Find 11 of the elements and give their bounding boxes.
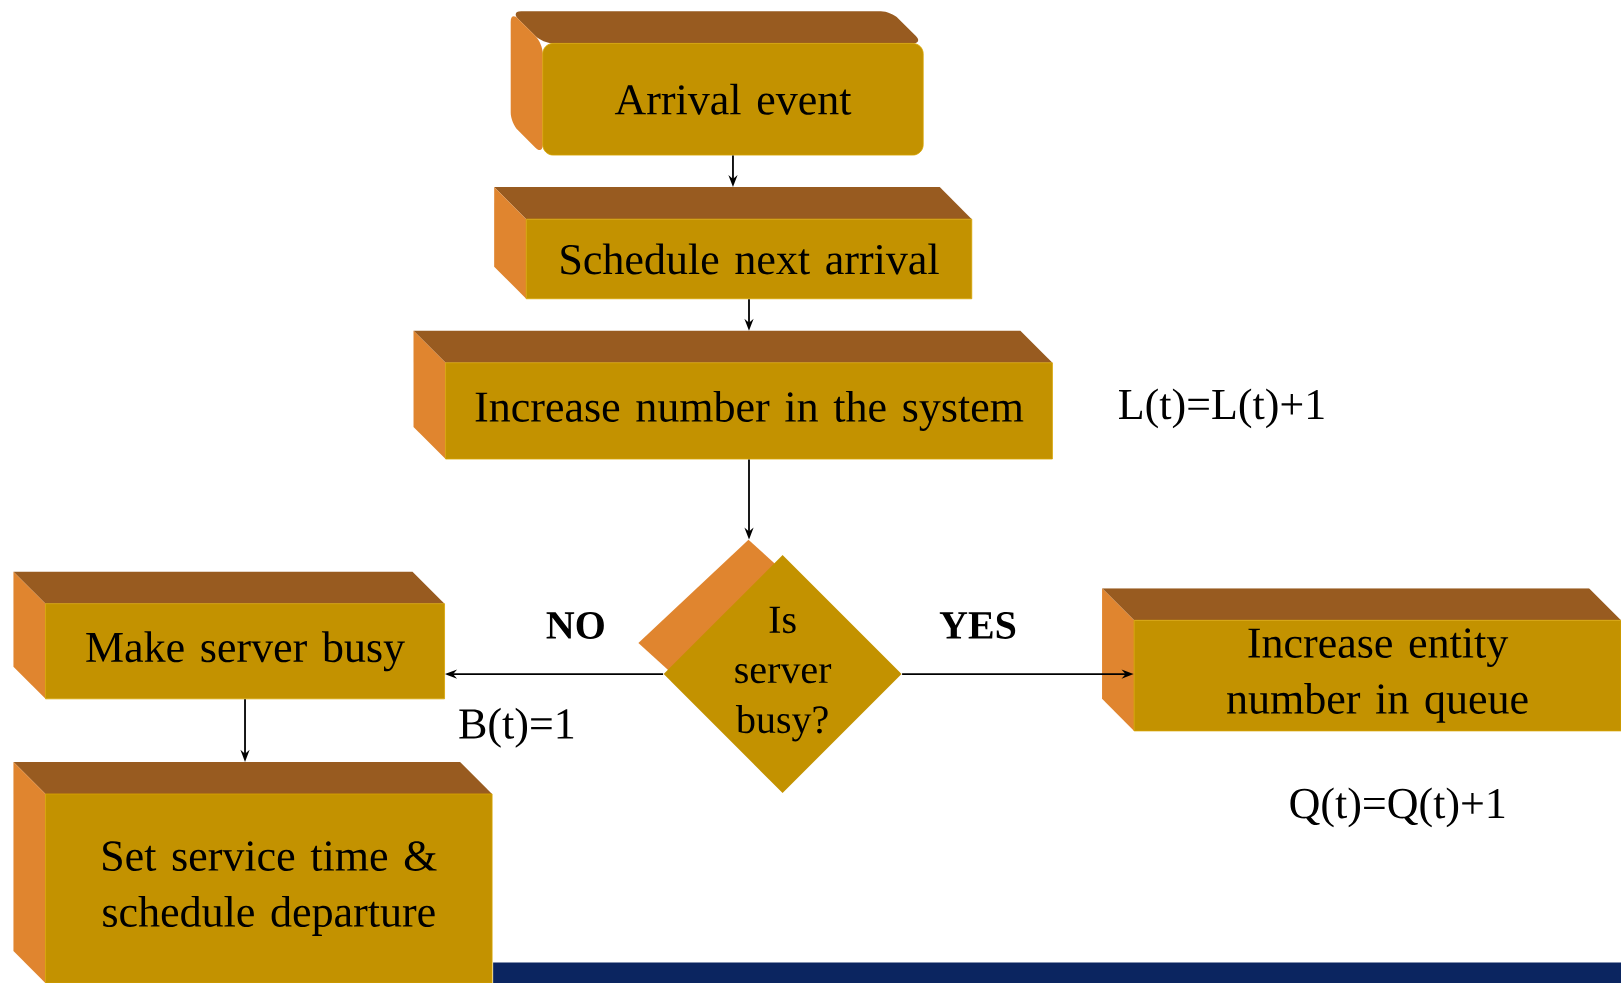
edge-label: NO [543, 609, 608, 641]
edge-label: YES [937, 609, 1019, 641]
process-box: Schedule next arrival [494, 187, 973, 300]
formula-label: Q(t)=Q(t)+1 [1290, 787, 1505, 828]
process-box: Increase entity number in queue [1102, 588, 1621, 732]
process-box: Increase number in the system [413, 330, 1053, 460]
process-box: Set service time & schedule departure [13, 761, 493, 983]
formula-label: L(t)=L(t)+1 [1119, 388, 1324, 429]
process-box: Make server busy [13, 571, 445, 700]
process-box: Arrival event [510, 11, 924, 156]
formula-label: B(t)=1 [459, 707, 574, 748]
